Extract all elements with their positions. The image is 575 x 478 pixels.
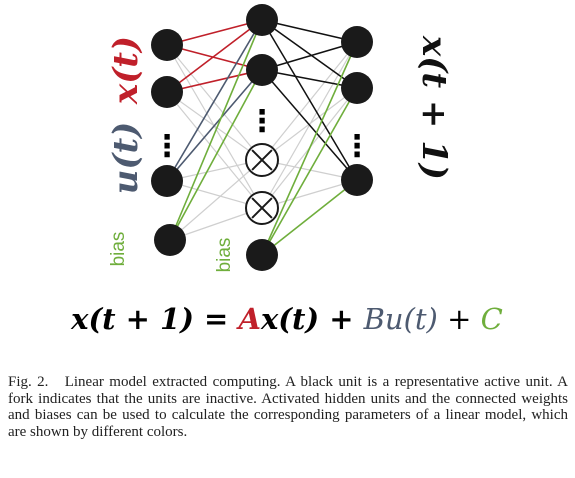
eq-B: Bu(t) [363, 302, 438, 336]
weight-A [166, 69, 263, 93]
figure-caption: Fig. 2. Linear model extracted computing… [8, 374, 568, 440]
weight-C [169, 69, 263, 241]
weight-B [166, 69, 263, 182]
input-ellipsis: ⋮ [152, 129, 182, 164]
bias-weight [261, 41, 358, 256]
weight-A [166, 19, 263, 93]
eq-C: C [481, 302, 503, 336]
linear-model-equation: x(t + 1) = Ax(t) + Bu(t) + C [70, 302, 503, 336]
hidden-unit-active-1 [246, 4, 278, 36]
connections [166, 19, 358, 256]
eq-plus: + [438, 302, 481, 336]
bias-weight [261, 87, 358, 256]
caption-text: Linear model extracted computing. A blac… [8, 374, 568, 440]
input-label: u(t) [106, 122, 146, 195]
input-unit-x1 [151, 29, 183, 61]
network-diagram: ⋮ ⋮ ⋮ x(t) u(t) x(t + 1) bias bias x(t +… [70, 4, 503, 336]
output-weight [261, 69, 358, 89]
inactive-weight [166, 44, 263, 161]
output-unit-3 [341, 164, 373, 196]
output-weight [261, 19, 358, 43]
output-weight [261, 19, 358, 89]
output-unit-2 [341, 72, 373, 104]
output-weight [261, 41, 358, 71]
bias-weight [261, 179, 358, 256]
eq-lhs: x(t + 1) = [70, 302, 238, 336]
weight-B [166, 19, 263, 182]
eq-Ax: x(t) + [260, 302, 364, 336]
inactive-fork-icon [251, 197, 273, 219]
input-unit-u [151, 165, 183, 197]
caption-label: Fig. 2. [8, 374, 49, 390]
eq-A: A [235, 302, 261, 336]
output-weight [261, 19, 358, 181]
inactive-fork-icon [251, 149, 273, 171]
bias-hidden-label: bias [214, 238, 235, 273]
inactive-weight [166, 91, 263, 209]
hidden-unit-active-2 [246, 54, 278, 86]
bias-input-label: bias [108, 232, 129, 267]
inactive-weight [169, 159, 263, 241]
output-unit-1 [341, 26, 373, 58]
state-out-label: x(t + 1) [414, 35, 454, 180]
output-ellipsis: ⋮ [342, 129, 372, 164]
input-bias-unit [154, 224, 186, 256]
state-in-label: x(t) [106, 36, 146, 105]
weight-A [166, 19, 263, 46]
weight-A [166, 44, 263, 71]
hidden-bias-unit [246, 239, 278, 271]
weight-C [169, 19, 263, 241]
output-weight [261, 69, 358, 181]
units [151, 4, 373, 271]
input-unit-x2 [151, 76, 183, 108]
hidden-ellipsis: ⋮ [247, 104, 277, 139]
